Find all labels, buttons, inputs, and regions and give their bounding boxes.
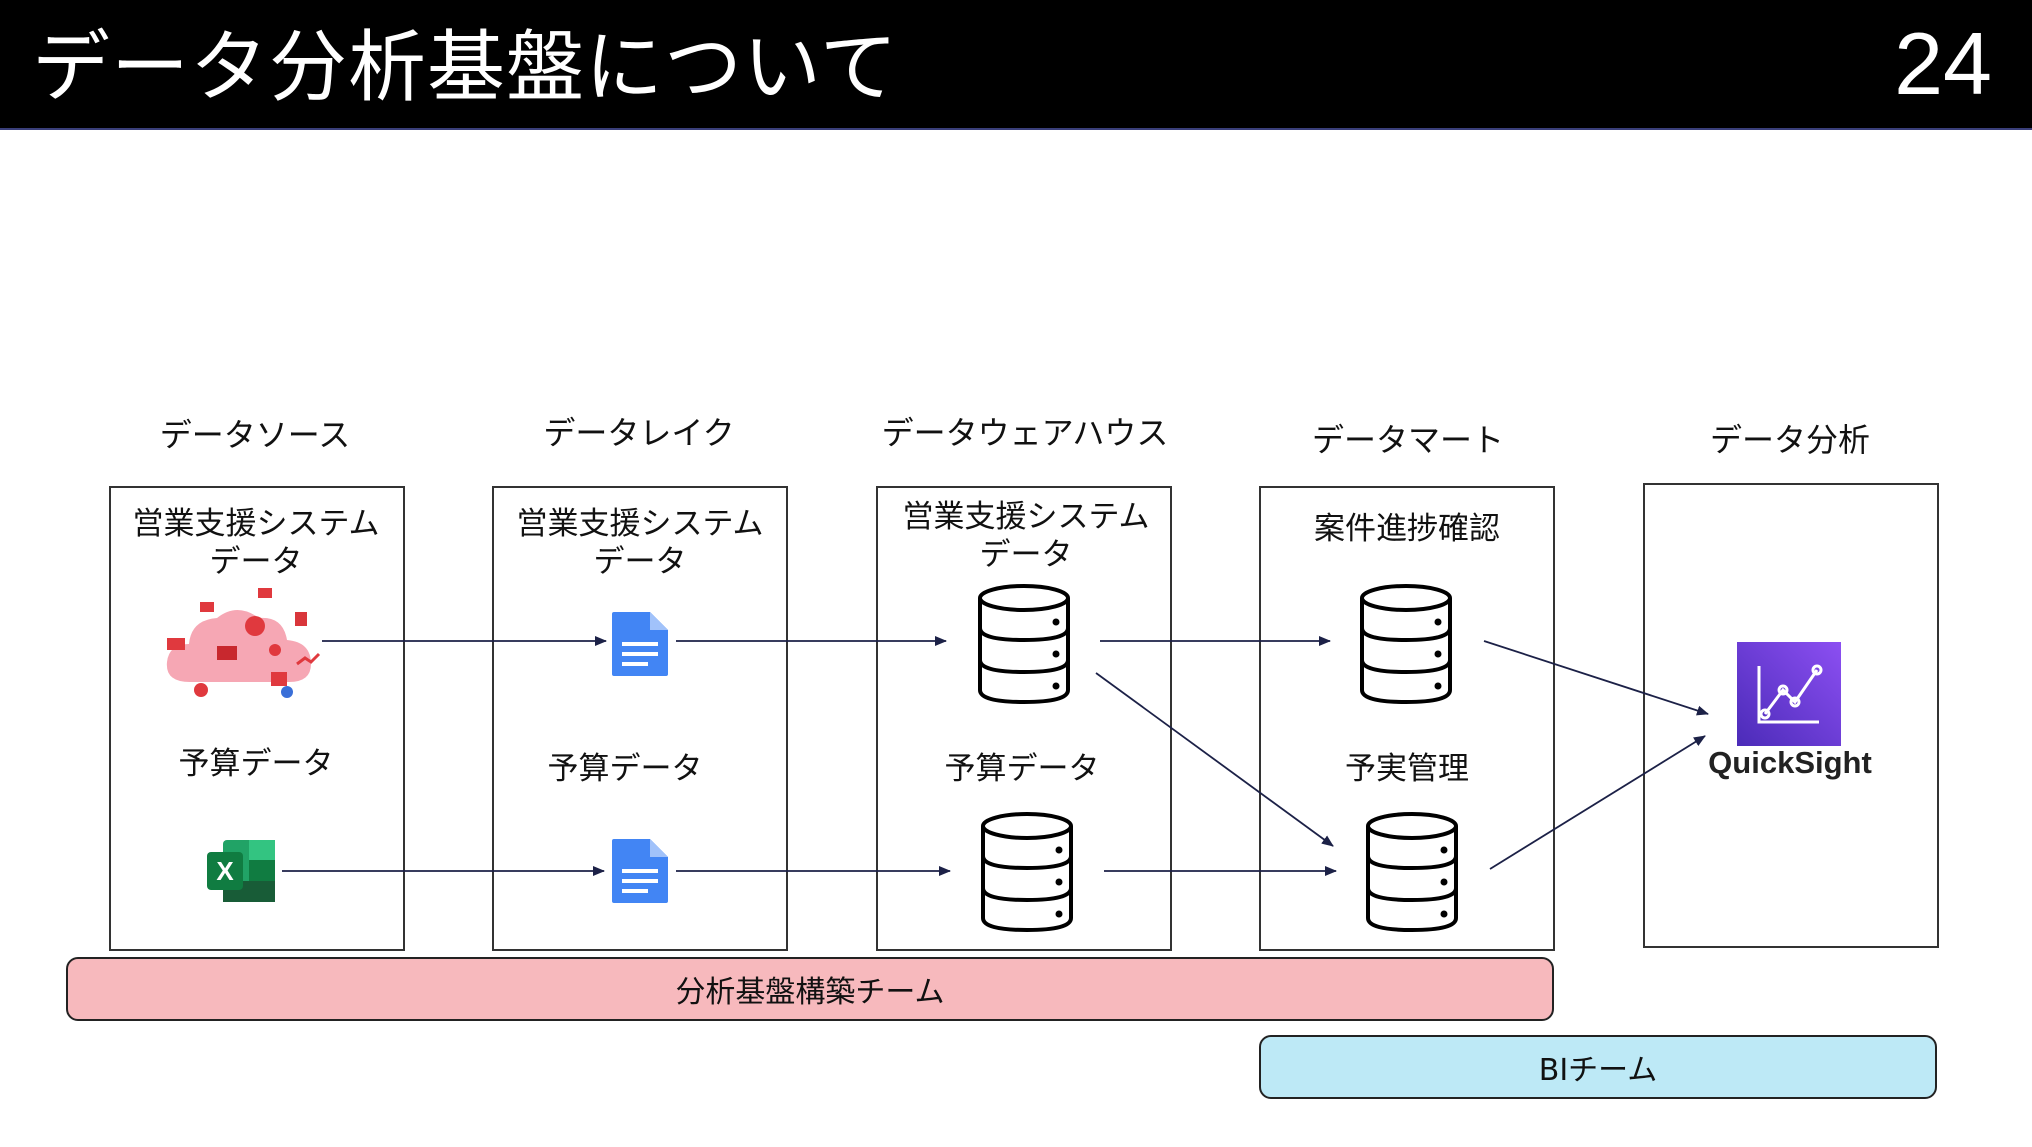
excel-icon: X <box>207 840 275 902</box>
document-icon <box>612 612 668 676</box>
mart-budget-actual-label: 予実管理 <box>1345 751 1469 787</box>
document-icon <box>612 839 668 903</box>
lake-crm-label: 営業支援システムデータ <box>516 506 764 580</box>
source-crm-label: 営業支援システムデータ <box>132 506 380 580</box>
stage-label-data-analysis: データ分析 <box>1709 421 1870 459</box>
database-icon <box>978 584 1070 705</box>
slide-header: データ分析基盤について 24 <box>0 0 2032 130</box>
stage-label-data-mart: データマート <box>1311 421 1504 459</box>
quicksight-icon <box>1737 642 1841 746</box>
svg-text:X: X <box>216 856 234 886</box>
database-icon <box>981 812 1073 933</box>
stage-label-data-source: データソース <box>159 416 351 454</box>
quicksight-label: QuickSight <box>1708 745 1872 780</box>
dwh-crm-label: 営業支援システムデータ <box>902 499 1150 573</box>
team-platform-bar: 分析基盤構築チーム <box>66 957 1554 1021</box>
database-icon <box>1360 584 1452 705</box>
slide-title: データ分析基盤について <box>32 23 899 113</box>
dwh-budget-label: 予算データ <box>944 751 1100 787</box>
page-number: 24 <box>1894 14 1992 113</box>
cloud-data-icon <box>166 588 321 698</box>
database-icon <box>1366 812 1458 933</box>
team-bi-label: BIチーム <box>1538 1053 1658 1088</box>
source-budget-label: 予算データ <box>178 746 334 782</box>
team-platform-label: 分析基盤構築チーム <box>675 975 945 1010</box>
stage-label-data-lake: データレイク <box>543 414 735 452</box>
team-bi-bar: BIチーム <box>1259 1035 1937 1099</box>
stage-label-data-warehouse: データウェアハウス <box>881 414 1169 452</box>
lake-budget-label: 予算データ <box>547 751 703 787</box>
mart-progress-label: 案件進捗確認 <box>1314 511 1500 547</box>
